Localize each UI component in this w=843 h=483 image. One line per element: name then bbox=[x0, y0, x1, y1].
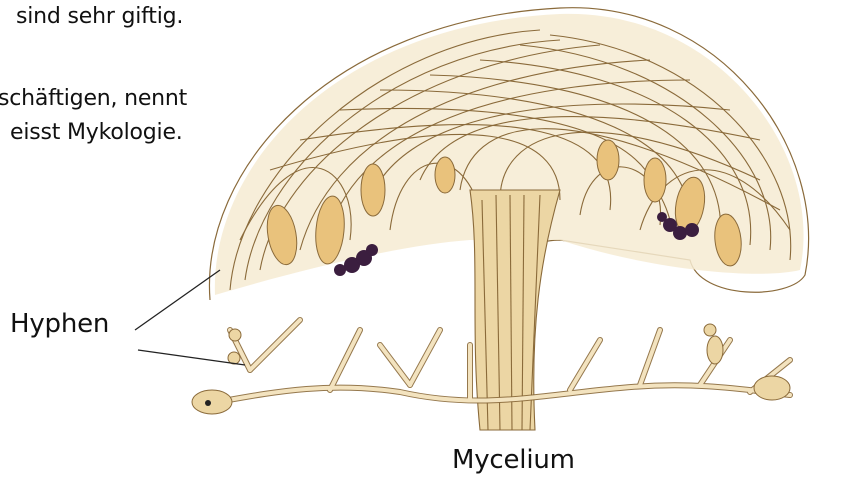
label-mycelium: Mycelium bbox=[452, 445, 575, 475]
label-hyphen: Hyphen bbox=[10, 309, 109, 339]
mycelium-bulb-dot bbox=[205, 400, 211, 406]
